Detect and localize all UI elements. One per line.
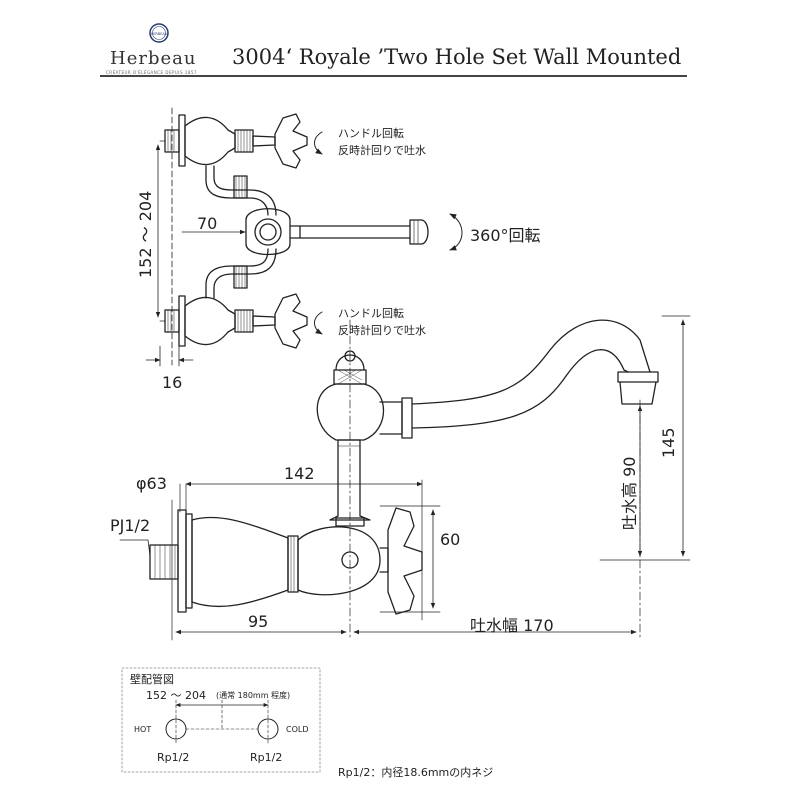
wall-piping-spacing-note: (通常 180mm 程度) bbox=[216, 691, 291, 700]
upper-valve bbox=[164, 113, 308, 169]
dim-handle-height: 60 bbox=[440, 530, 461, 549]
dim-valve-spacing: 152 ～ 204 bbox=[136, 190, 155, 278]
handle-note-bottom-line1: ハンドル回転 bbox=[338, 307, 404, 320]
side-view-drawing bbox=[119, 315, 691, 641]
cold-label: COLD bbox=[286, 725, 309, 734]
page-title: 3004‘ Royale ’Two Hole Set Wall Mounted bbox=[232, 45, 682, 69]
spout-rotation-label: 360°回転 bbox=[470, 226, 541, 245]
header-divider bbox=[100, 75, 687, 77]
brand-logo: Herbeau bbox=[110, 48, 197, 69]
center-body bbox=[245, 208, 291, 256]
cold-thread-label: Rp1/2 bbox=[250, 751, 283, 764]
wall-piping-spacing: 152 ～ 204 bbox=[146, 689, 206, 702]
dim-wall-thickness: 16 bbox=[162, 373, 183, 392]
dim-total-height: 145 bbox=[659, 427, 678, 458]
hot-label: HOT bbox=[134, 725, 152, 734]
dim-wall-to-center: 95 bbox=[248, 612, 269, 631]
logo-badge-text: HERBEAU bbox=[151, 32, 168, 36]
dim-spout-height: 吐水高 90 bbox=[620, 456, 639, 530]
thread-footnote: Rp1/2：内径18.6mmの内ネジ bbox=[338, 766, 494, 779]
lower-valve bbox=[164, 293, 308, 349]
handle-note-top-line2: 反時計回りで吐水 bbox=[338, 144, 426, 157]
handle-note-top-line1: ハンドル回転 bbox=[338, 127, 404, 140]
brand-tagline: CRÉATEUR D'ÉLÉGANCE DEPUIS 1857 bbox=[106, 70, 197, 75]
dim-spout-reach: 吐水幅 170 bbox=[470, 616, 554, 635]
dim-center-to-spout: 142 bbox=[284, 464, 315, 483]
dim-flange-diameter: φ63 bbox=[136, 474, 167, 493]
handle-note-bottom-line2: 反時計回りで吐水 bbox=[338, 324, 426, 337]
dim-inlet-thread: PJ1/2 bbox=[110, 516, 151, 535]
wall-piping-title: 壁配管図 bbox=[130, 673, 174, 686]
dim-wall-to-spout: 70 bbox=[197, 214, 218, 233]
hot-thread-label: Rp1/2 bbox=[157, 751, 190, 764]
